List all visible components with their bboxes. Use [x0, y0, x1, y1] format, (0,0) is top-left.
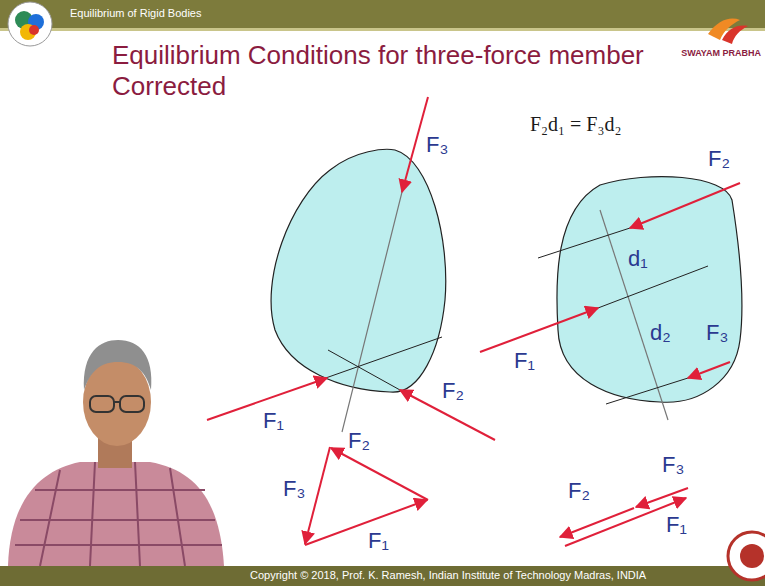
line-of-action — [328, 350, 400, 390]
distance-label: d₁ — [628, 246, 648, 272]
copyright-text: Copyright © 2018, Prof. K. Ramesh, India… — [250, 569, 646, 582]
institute-logo — [728, 532, 765, 580]
logo-text: SWAYAM PRABHA — [681, 48, 761, 59]
force-label: F₁ — [514, 348, 535, 374]
swayam-logo — [708, 19, 748, 44]
force-label: F₃ — [426, 132, 448, 158]
force-label: F₃ — [662, 452, 684, 478]
line-of-action — [598, 266, 708, 308]
logo — [8, 2, 52, 46]
force-arrow — [331, 448, 428, 500]
force-arrow — [305, 447, 330, 544]
force-label: F₃ — [706, 320, 728, 346]
line-of-action — [342, 180, 405, 432]
institute-logo — [740, 544, 764, 568]
line-of-action — [606, 378, 688, 404]
force-arrow — [305, 500, 427, 545]
header-text: Equilibrium of Rigid Bodies — [70, 7, 201, 20]
force-label: F₂ — [348, 428, 370, 454]
force-label: F₃ — [283, 476, 305, 502]
force-label: F₁ — [263, 408, 284, 434]
force-arrow — [480, 308, 598, 352]
force-arrow — [402, 97, 428, 192]
force-label: F₁ — [666, 512, 687, 538]
rigid-body — [557, 177, 742, 403]
force-arrow — [636, 488, 688, 507]
line-of-action — [320, 337, 442, 380]
footer-bar — [0, 566, 765, 586]
force-arrow — [565, 498, 686, 546]
force-label: F₂ — [708, 146, 730, 172]
line-of-action — [538, 228, 630, 258]
equation: F₂d₁ = F₃d₂ — [530, 112, 621, 136]
force-arrow — [688, 362, 730, 378]
header-bar — [0, 0, 765, 28]
force-label: F₂ — [442, 378, 464, 404]
slide-title: Equilibrium Conditions for three-force m… — [112, 40, 712, 102]
force-label: F₁ — [368, 528, 389, 554]
rigid-body — [271, 149, 446, 392]
distance-label: d₂ — [650, 320, 671, 346]
force-arrow — [630, 183, 740, 228]
perpendicular-line — [600, 210, 668, 420]
force-label: F₂ — [568, 478, 590, 504]
presenter — [8, 340, 224, 566]
